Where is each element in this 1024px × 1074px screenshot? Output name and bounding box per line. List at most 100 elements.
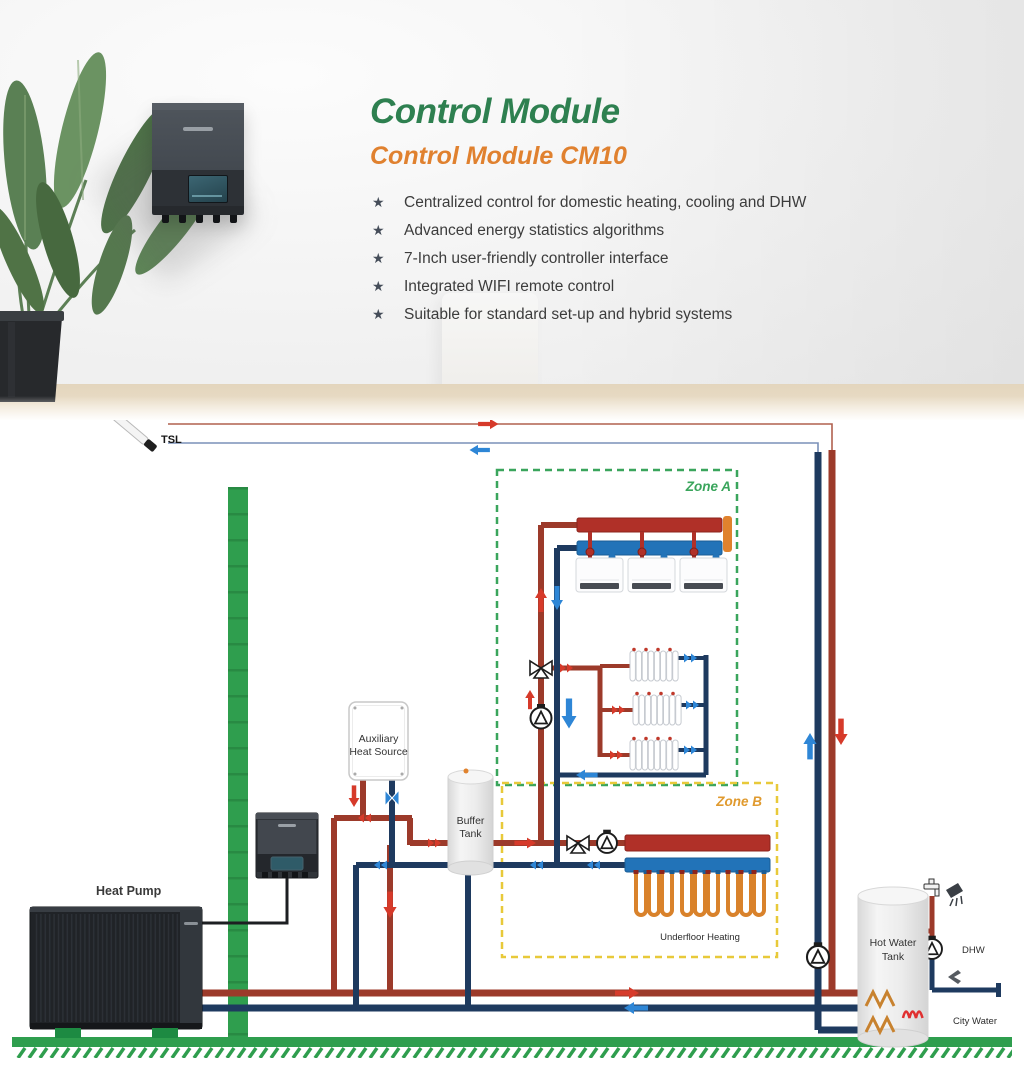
ground-line xyxy=(12,1037,1012,1047)
tap-icon xyxy=(923,878,940,897)
photo-shading xyxy=(560,0,1024,420)
control-cable xyxy=(202,878,289,925)
zone-a-pump xyxy=(529,703,553,730)
sensor-lines xyxy=(168,418,833,456)
heat-pump-fins xyxy=(34,914,180,1022)
radiator xyxy=(629,647,679,682)
zone-b-box xyxy=(500,781,779,959)
city-water-label: City Water xyxy=(953,1016,997,1027)
feature-item: ★ Advanced energy statistics algorithms xyxy=(372,221,970,240)
zone-b-mixing-valve xyxy=(566,835,590,854)
plant-pot xyxy=(0,311,64,402)
flow-arrows xyxy=(348,586,961,1014)
module-touchscreen xyxy=(188,175,228,203)
star-icon: ★ xyxy=(372,222,385,238)
dhw-return-pump xyxy=(805,941,831,970)
buffer-label-line1: Buffer xyxy=(457,815,485,827)
module-port xyxy=(230,215,237,223)
zone-a-box xyxy=(495,468,739,787)
feature-text: 7-Inch user-friendly controller interfac… xyxy=(404,250,669,267)
air-vent xyxy=(723,516,732,552)
feature-text: Advanced energy statistics algorithms xyxy=(404,222,665,239)
feature-item: ★ Suitable for standard set-up and hybri… xyxy=(372,305,970,324)
zone-b-pump xyxy=(596,828,618,854)
zone-a-fan-coil-circuit xyxy=(575,516,732,593)
radiator xyxy=(629,736,679,771)
heat-pump-brand-mark xyxy=(184,922,198,925)
star-icon: ★ xyxy=(372,278,385,294)
module-screen xyxy=(270,856,304,871)
underfloor-label: Underfloor Heating xyxy=(660,932,740,943)
control-module-photo xyxy=(152,103,244,223)
heat-pump-foot xyxy=(55,1028,81,1038)
module-port xyxy=(196,215,203,223)
temperature-sensor-icon xyxy=(112,412,157,452)
feature-item: ★ Centralized control for domestic heati… xyxy=(372,193,970,212)
city-water-inlet-stub xyxy=(996,983,1001,997)
module-port xyxy=(162,215,169,223)
module-brand-mark xyxy=(183,127,213,131)
tsl-label: TSL xyxy=(161,434,182,446)
radiator-circuit xyxy=(629,647,682,771)
ground-hatching xyxy=(16,1047,1012,1058)
heat-pump-label: Heat Pump xyxy=(96,884,162,898)
product-photo-section: Control Module Control Module CM10 ★ Cen… xyxy=(0,0,1024,422)
zone-b-label: Zone B xyxy=(715,794,762,809)
flow-arrow-right xyxy=(478,418,499,430)
building-wall xyxy=(228,487,248,1040)
shower-icon xyxy=(946,883,963,907)
check-valve xyxy=(384,788,400,808)
system-diagram: TSL xyxy=(0,412,1024,1074)
star-icon: ★ xyxy=(372,306,385,322)
hwt-label-line2: Tank xyxy=(882,951,905,963)
hot-water-tank: Hot Water Tank xyxy=(857,886,929,1048)
heat-pump-unit: Heat Pump xyxy=(29,884,203,1038)
page-title: Control Module xyxy=(370,92,620,131)
feature-item: ★ 7-Inch user-friendly controller interf… xyxy=(372,249,970,268)
star-icon: ★ xyxy=(372,194,385,210)
electric-element xyxy=(901,1010,924,1019)
auxiliary-heat-source: Auxiliary Heat Source xyxy=(348,701,409,781)
module-top-edge xyxy=(152,103,244,110)
hwt-label-line1: Hot Water xyxy=(870,937,917,949)
feature-text: Suitable for standard set-up and hybrid … xyxy=(404,306,733,323)
module-screen-glow xyxy=(192,195,222,197)
tank-vent xyxy=(463,768,469,774)
floor-heating-coil xyxy=(723,868,769,917)
aux-label-line1: Auxiliary xyxy=(359,733,399,745)
module-port xyxy=(213,215,220,223)
zone-a-label: Zone A xyxy=(685,479,731,494)
feature-list: ★ Centralized control for domestic heati… xyxy=(372,193,970,324)
radiator xyxy=(632,691,682,726)
fan-coil-unit xyxy=(627,557,676,593)
heat-pump-foot xyxy=(152,1028,178,1038)
fan-coil-unit xyxy=(575,557,624,593)
floor-heating-coil xyxy=(677,868,723,917)
page-subtitle: Control Module CM10 xyxy=(370,142,627,170)
fan-coil-unit xyxy=(679,557,728,593)
module-bottom-bezel xyxy=(152,206,244,215)
feature-text: Centralized control for domestic heating… xyxy=(404,194,807,211)
buffer-label-line2: Tank xyxy=(459,828,482,840)
zone-b-floor-circuit: Underfloor Heating xyxy=(624,834,771,943)
module-port xyxy=(179,215,186,223)
feature-text: Integrated WIFI remote control xyxy=(404,278,615,295)
buffer-tank: Buffer Tank xyxy=(447,768,494,876)
return-pipes xyxy=(190,452,999,1034)
flow-arrow-left xyxy=(469,444,490,456)
plant-image xyxy=(0,52,215,402)
module-upper-panel xyxy=(152,110,244,170)
module-brand-mark xyxy=(278,824,296,827)
photo-bottom-fade xyxy=(0,396,1024,422)
dhw-label: DHW xyxy=(962,945,985,956)
tank-coil xyxy=(864,1014,896,1036)
feature-item: ★ Integrated WIFI remote control xyxy=(372,277,970,296)
floor-heating-coil xyxy=(631,868,677,917)
aux-label-line2: Heat Source xyxy=(349,746,408,758)
tank-coil xyxy=(864,988,896,1010)
hydro-module xyxy=(255,812,319,879)
hero-text-block: Control Module Control Module CM10 ★ Cen… xyxy=(370,92,970,333)
star-icon: ★ xyxy=(372,250,385,266)
small-gray-arrow xyxy=(948,970,961,984)
